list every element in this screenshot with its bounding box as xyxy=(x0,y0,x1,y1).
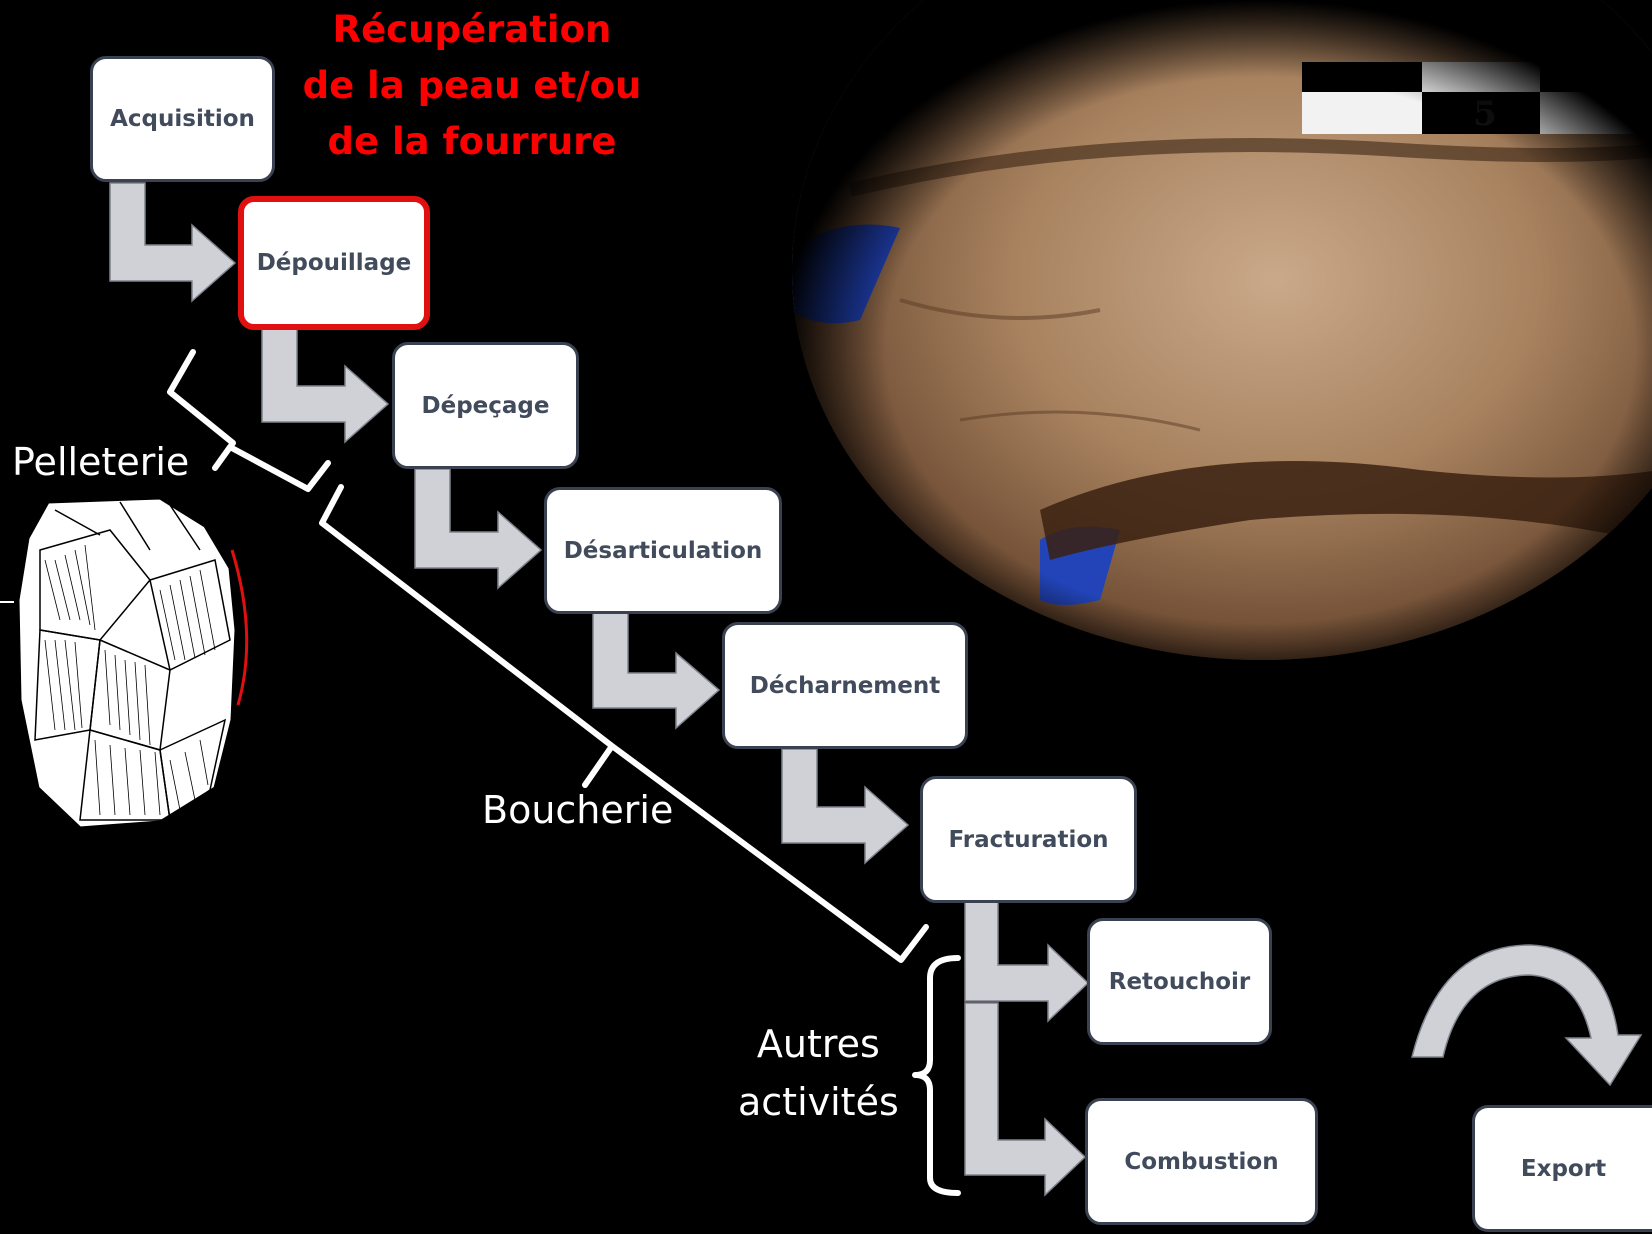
highlight-title-line-1: Récupération xyxy=(292,2,652,58)
step-fracturation: Fracturation xyxy=(920,776,1137,903)
step-depecage: Dépeçage xyxy=(392,342,579,469)
step-retouchoir: Retouchoir xyxy=(1087,918,1272,1045)
step-depecage-label: Dépeçage xyxy=(422,393,550,419)
step-export: Export xyxy=(1472,1105,1652,1232)
step-desarticulation: Désarticulation xyxy=(544,487,782,614)
group-label-pelleterie: Pelleterie xyxy=(12,440,189,484)
step-retouchoir-label: Retouchoir xyxy=(1109,969,1251,995)
group-label-autres: Autres activités xyxy=(738,1015,899,1131)
step-combustion-label: Combustion xyxy=(1124,1149,1278,1175)
highlight-title-line-2: de la peau et/ou xyxy=(292,58,652,114)
highlight-title-line-3: de la fourrure xyxy=(292,114,652,170)
step-decharnement-label: Décharnement xyxy=(750,673,940,699)
flint-tool-drawing xyxy=(0,490,260,850)
step-decharnement: Décharnement xyxy=(722,622,968,749)
step-acquisition: Acquisition xyxy=(90,56,275,182)
bracket-pelleterie xyxy=(170,352,328,489)
group-label-boucherie: Boucherie xyxy=(482,788,673,832)
bracket-autres xyxy=(915,958,958,1193)
group-label-autres-line-2: activités xyxy=(738,1073,899,1131)
step-desarticulation-label: Désarticulation xyxy=(564,538,763,564)
step-export-label: Export xyxy=(1521,1156,1606,1182)
step-depouillage-label: Dépouillage xyxy=(257,250,412,276)
highlight-title: Récupération de la peau et/ou de la four… xyxy=(292,2,652,170)
step-acquisition-label: Acquisition xyxy=(110,106,255,132)
step-fracturation-label: Fracturation xyxy=(948,827,1108,853)
group-label-autres-line-1: Autres xyxy=(738,1015,899,1073)
step-combustion: Combustion xyxy=(1085,1098,1318,1225)
step-depouillage: Dépouillage xyxy=(238,196,430,330)
